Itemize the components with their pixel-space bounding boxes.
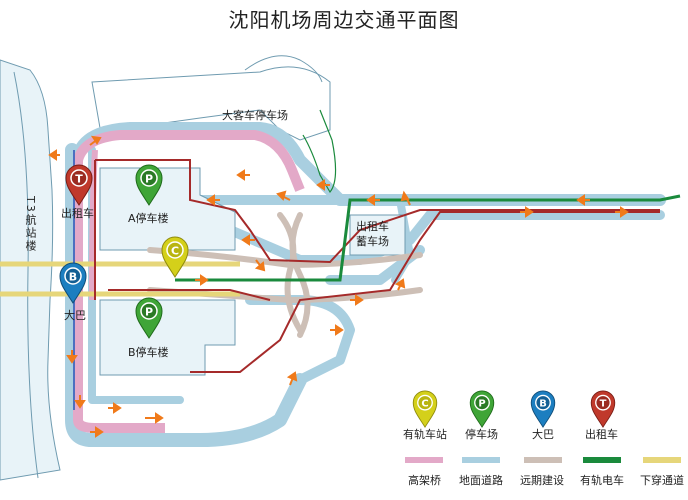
garage-a-outline xyxy=(99,167,236,251)
legend-taxi-icon: T xyxy=(590,390,616,428)
legend-future-label: 远期建设 xyxy=(520,474,564,487)
taxi-pool-label-1: 出租车 xyxy=(356,220,389,233)
legend-bus-label: 大巴 xyxy=(532,428,554,441)
rail-station-pin-icon[interactable]: C xyxy=(160,236,190,278)
bus-pin-icon[interactable]: B xyxy=(58,262,88,304)
bus-lot-label: 大客车停车场 xyxy=(222,109,288,122)
svg-text:B: B xyxy=(539,399,547,410)
garage-a-label: A停车楼 xyxy=(128,212,169,225)
legend-swatch-elevated xyxy=(405,457,443,463)
elevated-road xyxy=(73,130,305,420)
taxi-routes xyxy=(94,159,660,373)
legend-parking-icon: P xyxy=(469,390,495,428)
map-title: 沈阳机场周边交通平面图 xyxy=(228,8,460,32)
t3-terminal-label: T3航站楼 xyxy=(22,196,38,253)
legend-parking-label: 停车场 xyxy=(465,428,498,441)
taxi-pool-outline xyxy=(349,214,406,256)
legend-swatch-future xyxy=(524,457,562,463)
legend-rail-station-icon: C xyxy=(412,390,438,428)
tram-line xyxy=(175,194,681,282)
garage-b-outline xyxy=(99,299,236,376)
parking-a-pin-letter: P xyxy=(145,173,153,186)
direction-arrows xyxy=(48,135,629,438)
legend-swatch-ground xyxy=(462,457,500,463)
taxi-pin-letter: T xyxy=(75,173,83,186)
bus-pin-letter: B xyxy=(69,271,77,284)
bus-pin-label: 大巴 xyxy=(64,309,86,322)
legend-swatch-underpass xyxy=(643,457,681,463)
legend-taxi-label: 出租车 xyxy=(585,428,618,441)
parking-b-pin-letter: P xyxy=(145,306,153,319)
legend-elevated-label: 高架桥 xyxy=(408,474,441,487)
t3-label-name: 航站楼 xyxy=(24,213,37,253)
t3-label-code: T3 xyxy=(24,196,37,214)
legend-swatch-tram xyxy=(583,457,621,463)
legend-rail-station-label: 有轨车站 xyxy=(403,428,447,441)
t3-terminal-building xyxy=(0,59,61,481)
legend-ground-label: 地面道路 xyxy=(459,474,503,487)
taxi-pin-icon[interactable]: T xyxy=(64,164,94,206)
parking-a-pin-icon[interactable]: P xyxy=(134,164,164,206)
legend-bus-icon: B xyxy=(530,390,556,428)
taxi-pool-label-2: 蓄车场 xyxy=(356,235,389,248)
svg-text:T: T xyxy=(600,399,607,410)
taxi-pin-label: 出租车 xyxy=(61,207,94,220)
legend-underpass-label: 下穿通道 xyxy=(640,474,684,487)
svg-text:C: C xyxy=(421,399,428,410)
legend-tram-label: 有轨电车 xyxy=(580,474,624,487)
rail-pin-letter: C xyxy=(171,245,179,258)
svg-text:P: P xyxy=(478,399,485,410)
legend-swatches xyxy=(405,457,681,463)
garage-b-label: B停车楼 xyxy=(128,346,169,359)
bus-parking-lot xyxy=(91,66,331,141)
parking-b-pin-icon[interactable]: P xyxy=(134,297,164,339)
